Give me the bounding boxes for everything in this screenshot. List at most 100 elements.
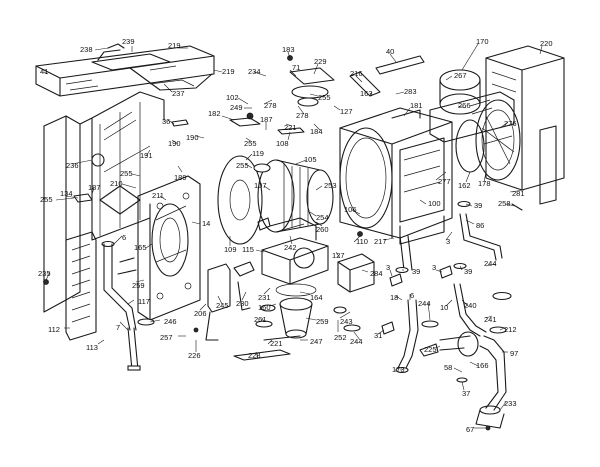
callout-267: 267	[454, 71, 467, 80]
callout-10: 10	[440, 303, 448, 312]
callout-255-e: 255	[40, 195, 53, 204]
callout-247: 247	[310, 337, 323, 346]
callout-3-b: 3	[386, 263, 390, 272]
callout-259-b: 259	[316, 317, 329, 326]
callout-106: 106	[344, 205, 357, 214]
burner-door-plate	[137, 175, 201, 321]
callout-228: 228	[248, 351, 261, 360]
callout-31: 31	[374, 331, 382, 340]
callout-119: 119	[252, 149, 264, 158]
callout-3-c: 3	[432, 263, 436, 272]
callout-18: 18	[390, 293, 398, 302]
callout-238: 238	[80, 45, 93, 54]
callout-163: 163	[360, 89, 373, 98]
callout-226: 226	[188, 351, 201, 360]
callout-211: 211	[152, 191, 164, 200]
callout-234: 234	[248, 67, 261, 76]
callout-108: 108	[276, 139, 289, 148]
callout-255-d: 255	[120, 169, 133, 178]
callout-162: 162	[458, 181, 471, 190]
callout-229: 229	[314, 57, 327, 66]
callout-266: 266	[458, 101, 471, 110]
callout-37: 37	[462, 389, 470, 398]
callout-160: 160	[258, 303, 271, 312]
callout-255-c: 255	[236, 161, 249, 170]
callout-40: 40	[386, 47, 394, 56]
left-pipework	[65, 231, 141, 371]
right-pipework	[397, 213, 507, 429]
callout-220: 220	[540, 39, 553, 48]
callout-105: 105	[304, 155, 317, 164]
callout-labels: 238 239 219 41 237 219 183 234 71 229 40…	[38, 37, 553, 434]
callout-39-b: 39	[412, 267, 420, 276]
callout-235: 235	[38, 269, 51, 278]
callout-242: 242	[284, 243, 297, 252]
callout-190: 190	[168, 139, 181, 148]
callout-246: 246	[164, 317, 177, 326]
callout-230: 230	[236, 299, 249, 308]
callout-39-c: 39	[464, 267, 472, 276]
callout-100: 100	[428, 199, 441, 208]
callout-276: 276	[504, 119, 517, 128]
callout-110: 110	[356, 237, 368, 246]
callout-102: 102	[226, 93, 239, 102]
callout-259: 259	[132, 281, 145, 290]
callout-112: 112	[48, 325, 60, 334]
callout-244: 244	[484, 259, 497, 268]
callout-277: 277	[438, 177, 451, 186]
callout-254: 254	[316, 213, 329, 222]
burner-tube	[217, 127, 334, 245]
callout-261: 261	[254, 315, 267, 324]
callout-115: 115	[242, 245, 254, 254]
callout-258: 258	[498, 199, 511, 208]
callout-239: 239	[122, 37, 135, 46]
callout-71: 71	[292, 63, 300, 72]
callout-3: 3	[446, 237, 450, 246]
door-ring	[455, 99, 521, 181]
callout-219-b: 219	[222, 67, 235, 76]
callout-6: 6	[122, 233, 126, 242]
callout-58: 58	[444, 363, 452, 372]
callout-178: 178	[478, 179, 491, 188]
callout-281: 281	[512, 189, 525, 198]
callout-231: 231	[258, 293, 271, 302]
callout-255-b: 255	[244, 139, 257, 148]
callout-86: 86	[476, 221, 484, 230]
venturi-tube	[275, 283, 317, 339]
callout-166: 166	[476, 361, 489, 370]
callout-240: 240	[464, 301, 477, 310]
callout-278-b: 278	[296, 111, 309, 120]
callout-182: 182	[208, 109, 221, 118]
callout-134: 134	[60, 189, 73, 198]
callout-187-b: 187	[88, 183, 101, 192]
callout-221: 221	[284, 123, 297, 132]
callout-189: 189	[174, 173, 187, 182]
callout-212: 212	[504, 325, 517, 334]
callout-236: 236	[66, 161, 79, 170]
callout-219: 219	[168, 41, 181, 50]
callout-190-b: 190	[186, 133, 199, 142]
callout-164: 164	[310, 293, 323, 302]
callout-67: 67	[466, 425, 474, 434]
callout-97: 97	[510, 349, 518, 358]
callout-170: 170	[476, 37, 489, 46]
callout-127-b: 127	[332, 251, 345, 260]
parts-drawing	[35, 43, 565, 431]
callout-217: 217	[374, 237, 387, 246]
callout-107: 107	[254, 181, 267, 190]
callout-225: 225	[424, 345, 437, 354]
callout-249: 249	[230, 103, 243, 112]
callout-278: 278	[264, 101, 277, 110]
callout-117: 117	[138, 297, 150, 306]
callout-221-b: 221	[270, 339, 283, 348]
callout-244-c: 244	[350, 337, 363, 346]
callout-244-b: 244	[418, 299, 431, 308]
callout-243: 243	[340, 317, 353, 326]
callout-206: 206	[194, 309, 207, 318]
callout-245: 245	[216, 301, 229, 310]
callout-183: 183	[282, 45, 295, 54]
callout-257: 257	[160, 333, 173, 342]
gas-valve-box	[337, 253, 375, 293]
callout-187: 187	[260, 115, 273, 124]
